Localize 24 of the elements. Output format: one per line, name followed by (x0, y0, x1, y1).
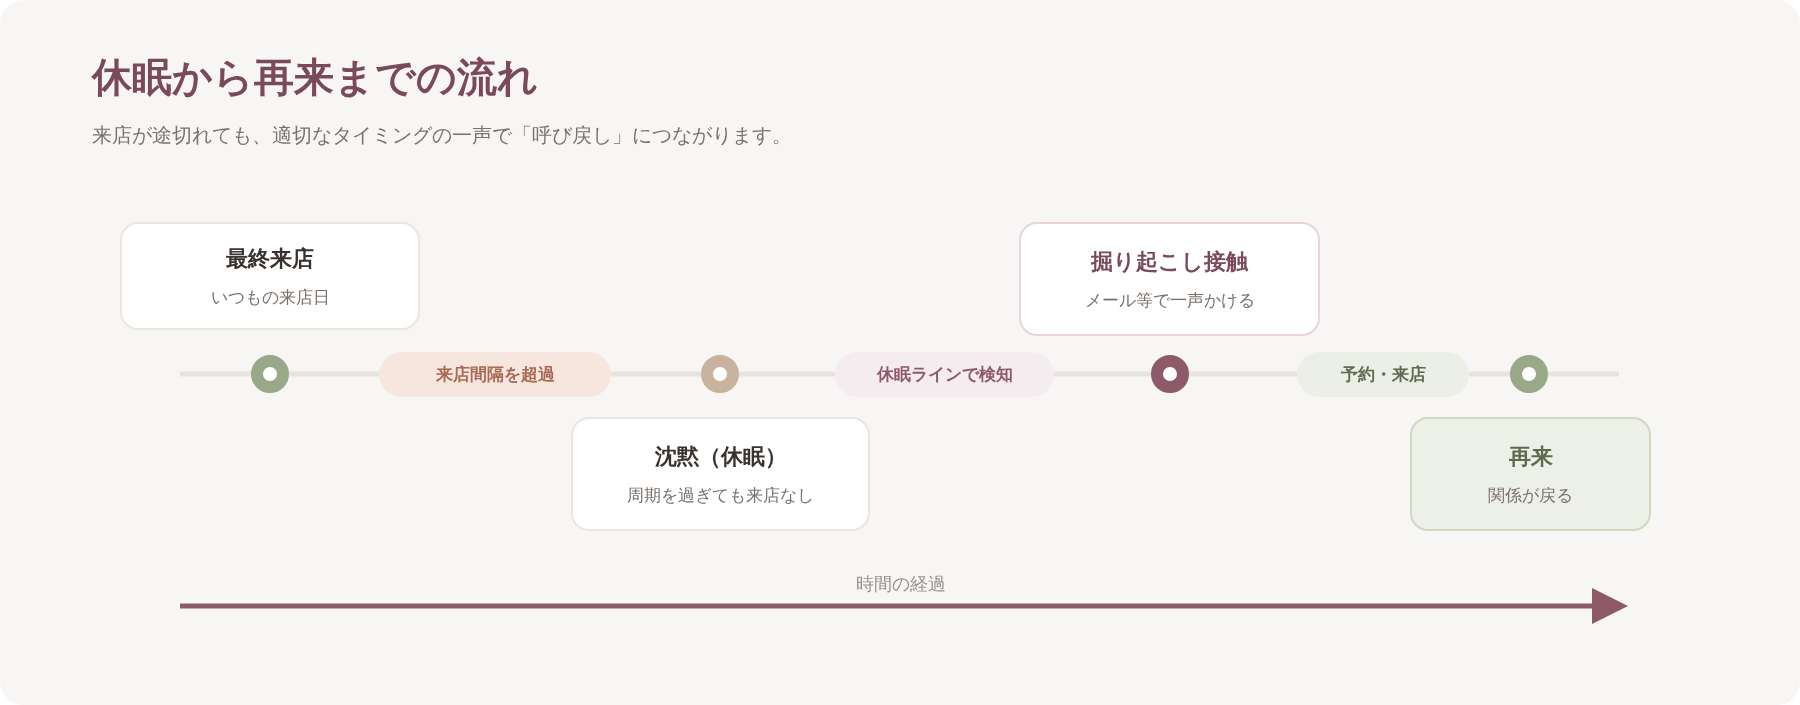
milestone-card (571, 417, 870, 531)
axis-label: 時間の経過 (855, 572, 947, 596)
phase-pill: 来店間隔を超過 (379, 351, 611, 397)
milestone-card (1410, 417, 1651, 531)
timeline-connector (289, 371, 379, 377)
subtitle: 来店が途切れても、適切なタイミングの一声で「呼び戻し」につながります。 (92, 122, 792, 149)
card-heading: 最終来店 (226, 244, 314, 273)
card-text: いつもの来店日 (210, 285, 330, 309)
timeline-connector (1054, 371, 1151, 377)
milestone-card (1019, 222, 1320, 336)
timeline-connector (739, 371, 835, 377)
timeline-connector (611, 371, 701, 377)
card-text: 周期を過ぎても来店なし (627, 483, 814, 507)
timeline-connector (1189, 371, 1297, 377)
phase-pill: 予約・来店 (1297, 351, 1469, 397)
card-heading: 再来 (1508, 442, 1553, 471)
card-text: メール等で一声かける (1084, 288, 1255, 312)
card-text: 関係が戻る (1488, 483, 1573, 507)
milestone-card (120, 222, 420, 330)
phase-pill: 休眠ラインで検知 (835, 351, 1054, 397)
timeline-connector (1469, 371, 1510, 377)
title: 休眠から再来までの流れ (92, 52, 538, 102)
card-heading: 掘り起こし接触 (1091, 247, 1248, 276)
card-heading: 沈黙（休眠） (654, 442, 787, 471)
